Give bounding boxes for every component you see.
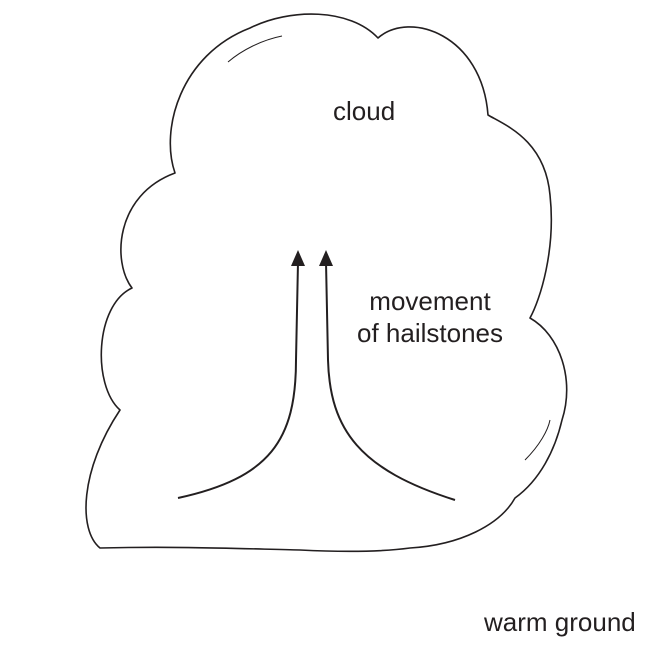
cloud-detail-top [227,35,283,63]
right-arrowhead [319,250,333,266]
right-updraft-arrow [325,261,456,501]
cloud-detail-right [524,419,551,461]
warm-ground-label: warm ground [484,607,636,637]
left-arrowhead [291,250,305,266]
movement-label-line1: movement [369,286,491,316]
cloud-label: cloud [333,96,396,126]
movement-label-line2: of hailstones [357,318,503,348]
left-updraft-arrow [177,261,299,499]
cloud-outline [85,13,568,553]
movement-label: movement of hailstones [357,285,503,349]
